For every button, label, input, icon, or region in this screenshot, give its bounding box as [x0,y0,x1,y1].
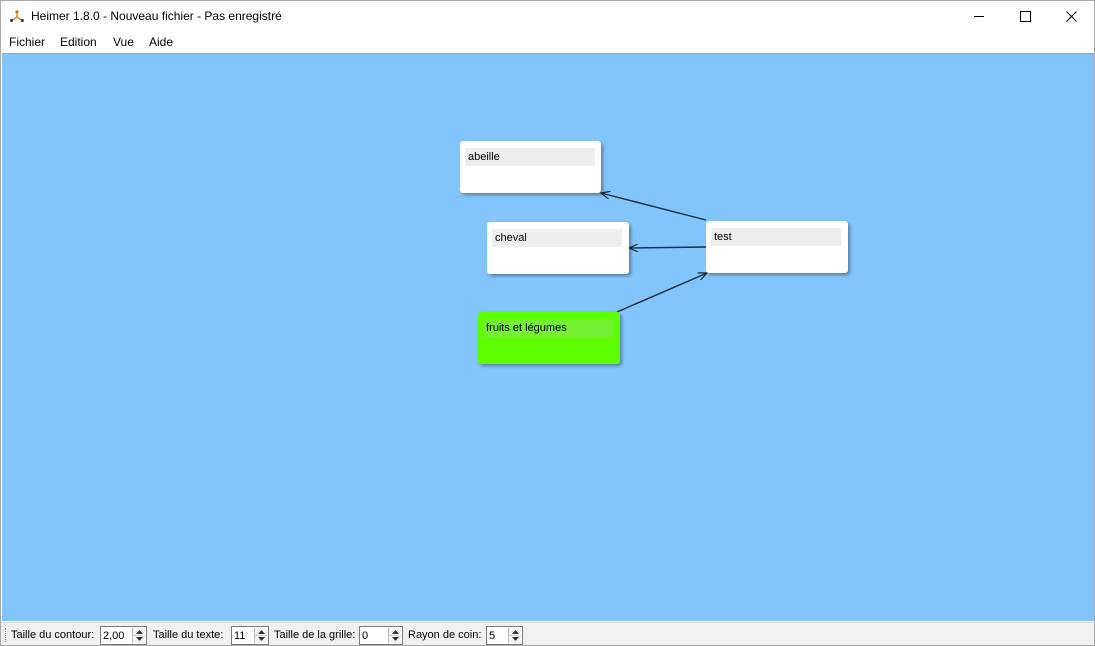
heimer-logo-icon [10,10,24,22]
spin-down-button[interactable] [389,635,401,642]
text-size-value[interactable]: 11 [234,630,246,642]
corner-radius-label: Rayon de coin: [408,629,482,641]
chevron-down-icon [511,637,519,641]
node-fruits-et-legumes[interactable]: fruits et légumes [478,312,620,364]
node-label[interactable]: fruits et légumes [483,319,613,337]
title-bar[interactable]: Heimer 1.8.0 - Nouveau fichier - Pas enr… [1,1,1094,32]
node-label[interactable]: cheval [492,229,622,247]
node-test[interactable]: test [706,221,848,273]
spin-up-button[interactable] [255,628,267,635]
menu-aide[interactable]: Aide [149,35,174,49]
text-size-spinbox[interactable]: 11 [231,626,269,645]
node-label[interactable]: abeille [465,148,595,166]
grid-size-value[interactable]: 0 [362,630,369,642]
minimize-icon [973,16,984,17]
menu-vue[interactable]: Vue [113,35,134,49]
menu-edition[interactable]: Edition [60,35,97,49]
chevron-down-icon [135,637,143,641]
spin-up-button[interactable] [509,628,521,635]
node-label[interactable]: test [711,228,841,246]
grid-size-stepper [388,628,401,643]
chevron-up-icon [257,629,265,634]
edge-test-abeille[interactable] [601,193,707,221]
chevron-down-icon [257,637,265,641]
corner-radius-value[interactable]: 5 [489,630,496,642]
maximize-button[interactable] [1002,1,1048,32]
window-title: Heimer 1.8.0 - Nouveau fichier - Pas enr… [31,9,282,23]
settings-toolbar: Taille du contour: 2,00 Taille du texte:… [1,622,1094,645]
chevron-down-icon [391,637,399,641]
menu-bar: Fichier Edition Vue Aide [1,32,1094,52]
spin-down-button[interactable] [255,635,267,642]
close-button[interactable] [1048,1,1094,32]
node-abeille[interactable]: abeille [460,141,601,193]
outline-size-spinbox[interactable]: 2,00 [100,626,147,645]
spin-up-button[interactable] [133,628,145,635]
grid-size-spinbox[interactable]: 0 [359,626,403,645]
corner-radius-stepper [508,628,521,643]
outline-size-value[interactable]: 2,00 [103,630,125,642]
grid-size-label: Taille de la grille: [274,629,356,641]
spin-up-button[interactable] [389,628,401,635]
mind-map-canvas[interactable]: abeille cheval test fruits et légumes [2,53,1094,621]
chevron-up-icon [391,629,399,634]
node-cheval[interactable]: cheval [487,222,629,274]
toolbar-grip-handle[interactable] [5,628,7,642]
chevron-up-icon [135,629,143,634]
spin-down-button[interactable] [509,635,521,642]
outline-size-label: Taille du contour: [11,629,95,641]
menu-fichier[interactable]: Fichier [9,35,46,49]
chevron-up-icon [511,629,519,634]
edges-layer [2,54,1094,313]
outline-size-stepper [132,628,145,643]
maximize-icon [1019,11,1031,22]
minimize-button[interactable] [956,1,1002,32]
spin-down-button[interactable] [133,635,145,642]
text-size-label: Taille du texte: [153,629,224,641]
corner-radius-spinbox[interactable]: 5 [486,626,523,645]
edge-test-cheval[interactable] [629,247,707,248]
text-size-stepper [254,628,267,643]
close-icon [1065,11,1077,22]
edge-fruits-test[interactable] [616,273,707,313]
